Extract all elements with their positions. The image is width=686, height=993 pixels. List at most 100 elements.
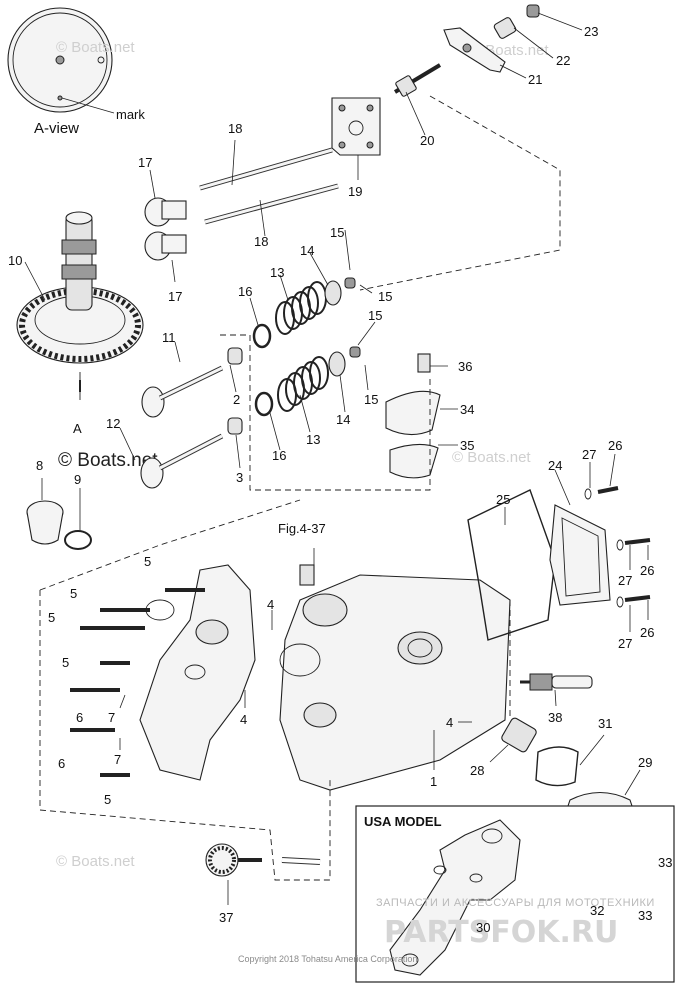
callout: 17 <box>138 155 152 170</box>
rocker-arm <box>443 27 506 73</box>
usa-bracket <box>389 819 521 976</box>
callout: 4 <box>240 712 247 727</box>
inset-title: USA MODEL <box>364 814 442 829</box>
valve-intake <box>140 433 224 489</box>
callout: 14 <box>300 243 314 258</box>
callout: 33 <box>638 908 652 923</box>
valve-exhaust <box>141 365 224 418</box>
callout: 34 <box>460 402 474 417</box>
oil-filler-cap <box>26 500 92 550</box>
callout: 26 <box>640 625 654 640</box>
tagline: ЗАПЧАСТИ И АКСЕССУАРЫ ДЛЯ МОТОТЕХНИКИ <box>376 897 655 909</box>
breather-cover <box>385 353 441 479</box>
callout: 16 <box>238 284 252 299</box>
callout: 27 <box>582 447 596 462</box>
spark-plug <box>520 673 593 691</box>
callout: 14 <box>336 412 350 427</box>
valve-guide-lower <box>227 417 243 435</box>
callout: 33 <box>658 855 672 870</box>
callout: 18 <box>254 234 268 249</box>
tappet-upper <box>144 197 187 227</box>
adjust-nut <box>493 17 517 39</box>
callout: 6 <box>76 710 83 725</box>
callout: 31 <box>598 716 612 731</box>
fig-reference: Fig.4-37 <box>278 521 326 536</box>
callout: 38 <box>548 710 562 725</box>
callout: 5 <box>48 610 55 625</box>
callout: 30 <box>476 920 490 935</box>
callout: 1 <box>430 774 437 789</box>
thermostat <box>501 717 537 753</box>
callout: 23 <box>584 24 598 39</box>
callout: 15 <box>364 392 378 407</box>
a-view-detail: mark A-view <box>7 7 145 137</box>
callout: 5 <box>62 655 69 670</box>
callout: 37 <box>219 910 233 925</box>
callout: 5 <box>70 586 77 601</box>
valve-spring-lower <box>277 356 329 412</box>
callout: 26 <box>608 438 622 453</box>
callout: 19 <box>348 184 362 199</box>
callout: 29 <box>638 755 652 770</box>
tappet-lower <box>144 231 187 261</box>
a-arrow-label: A <box>73 421 82 436</box>
assembly-outlines <box>39 95 561 881</box>
callout: 15 <box>330 225 344 240</box>
callout: 7 <box>108 710 115 725</box>
callout-numbers: 23 22 21 20 18 17 19 18 10 17 15 14 13 1… <box>8 24 672 935</box>
oil-pump-gear <box>205 843 321 877</box>
spring-seat-upper <box>252 323 272 349</box>
leader-lines <box>24 12 666 905</box>
cover-plate-24 <box>549 504 611 606</box>
lock-nut <box>526 4 540 18</box>
copyright: Copyright 2018 Tohatsu America Corporati… <box>238 954 417 964</box>
callout: 5 <box>144 554 151 569</box>
retainer-lower <box>328 351 346 377</box>
callout: 12 <box>106 416 120 431</box>
callout: 4 <box>446 715 453 730</box>
callout: 26 <box>640 563 654 578</box>
usa-model-inset: USA MODEL ЗАПЧАСТИ И АКСЕССУАРЫ ДЛЯ МОТО… <box>355 805 675 983</box>
callout: 5 <box>104 792 111 807</box>
callout: 24 <box>548 458 562 473</box>
watermark-4: © Boats.net <box>56 853 135 870</box>
a-view-label: A-view <box>34 120 79 137</box>
callout: 27 <box>618 636 632 651</box>
callout: 7 <box>114 752 121 767</box>
callout: 32 <box>590 903 604 918</box>
callout: 6 <box>58 756 65 771</box>
callout: 2 <box>233 392 240 407</box>
callout: 3 <box>236 470 243 485</box>
callout: 16 <box>272 448 286 463</box>
valve-spring-upper <box>275 281 327 335</box>
callout: 17 <box>168 289 182 304</box>
thermostat-gasket <box>535 746 579 787</box>
bolts-right <box>584 486 651 608</box>
bolts-left <box>70 588 205 777</box>
rocker-assembly <box>393 4 540 97</box>
watermark-3: © Boats.net <box>452 449 531 466</box>
spring-seat-lower <box>254 391 274 417</box>
gasket-25 <box>467 489 556 641</box>
callout: 8 <box>36 458 43 473</box>
callout: 4 <box>267 597 274 612</box>
callout: 35 <box>460 438 474 453</box>
cylinder-head <box>279 564 511 791</box>
callout: 27 <box>618 573 632 588</box>
callout: 9 <box>74 472 81 487</box>
callout: 15 <box>378 289 392 304</box>
guide-plate <box>331 97 381 156</box>
retainer-upper <box>324 280 342 306</box>
stud-bolt <box>395 75 417 97</box>
callout: 15 <box>368 308 382 323</box>
callout: 10 <box>8 253 22 268</box>
callout: 22 <box>556 53 570 68</box>
intake-manifold <box>139 564 256 781</box>
callout: 13 <box>306 432 320 447</box>
callout: 36 <box>458 359 472 374</box>
callout: 11 <box>162 330 176 345</box>
mark-label: mark <box>116 107 145 122</box>
camshaft <box>16 211 144 400</box>
valve-guide-upper <box>227 347 243 365</box>
